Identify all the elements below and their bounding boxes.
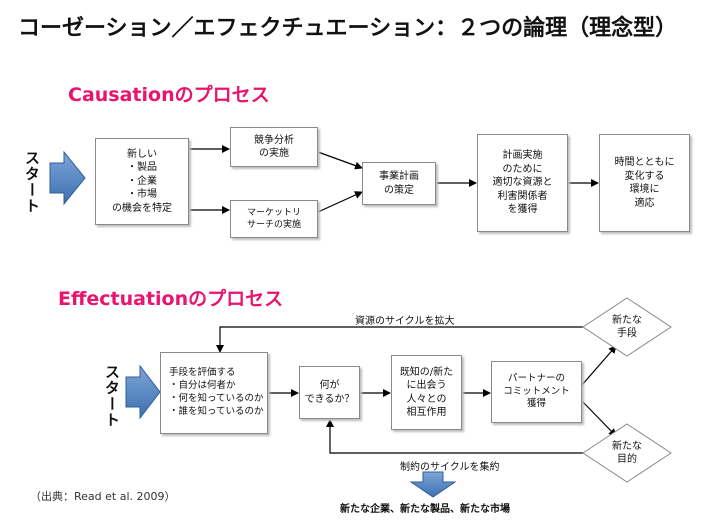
diamond-line: 手段: [617, 328, 637, 339]
diamond-line: 新たな: [612, 441, 642, 452]
box-evaluate-means: 手段を評価する ・自分は何者か ・何を知っているのか ・誰を知っているのか: [160, 352, 268, 434]
box-line: コミットメント: [503, 385, 570, 397]
box-line: のために: [502, 163, 543, 175]
box-line: ・企業: [127, 175, 157, 187]
box-partner-commitment: パートナーの コミットメント 獲得: [491, 361, 582, 423]
box-competitive-analysis: 競争分析 の実施: [230, 127, 318, 167]
box-line: 利害関係者: [497, 190, 548, 202]
box-business-plan: 事業計画 の策定: [362, 162, 436, 205]
box-line: できるか？: [304, 393, 355, 405]
box-line: 何が: [319, 380, 340, 391]
loop-converge-constraints-label: 制約のサイクルを集約: [400, 462, 500, 473]
box-interaction: 既知の/新た に出会う 人々との 相互作用: [391, 355, 462, 430]
box-line: ・市場: [127, 189, 157, 201]
box-line: ・誰を知っているのか: [169, 405, 264, 417]
causation-heading: Causationのプロセス: [68, 84, 270, 106]
box-line: の策定: [384, 184, 414, 196]
source-citation: （出典：Read et al. 2009）: [30, 490, 176, 503]
box-line: パートナーの: [507, 372, 565, 384]
box-line: 適応: [634, 197, 655, 209]
diamond-line: 新たな: [612, 315, 642, 326]
effectuation-start-arrow: [125, 364, 161, 420]
box-line: 新しい: [127, 148, 157, 160]
box-line: 適切な資源と: [492, 177, 553, 189]
page-title: コーゼーション／エフェクチュエーション：２つの論理（理念型）: [18, 16, 678, 41]
box-line: 手段を評価する: [169, 367, 236, 379]
box-line: サーチの実施: [246, 220, 301, 230]
box-what-can-be-done: 何が できるか？: [299, 366, 360, 419]
arrow-competitive-to-plan: [317, 151, 363, 170]
box-line: 時間とともに: [614, 157, 675, 168]
box-line: に出会う: [406, 380, 447, 391]
effectuation-start-label: スタート: [103, 364, 121, 428]
box-acquire-resources: 計画実施 のために 適切な資源と 利害関係者 を獲得: [477, 134, 568, 232]
box-line: ・自分は何者か: [169, 380, 236, 392]
result-down-arrow: [409, 471, 457, 498]
causation-start-label: スタート: [23, 150, 41, 214]
diamond-new-goals: [582, 423, 672, 483]
box-line: 環境に: [629, 184, 660, 195]
box-identify-opportunity: 新しい ・製品 ・企業 ・市場 の機会を特定: [95, 138, 189, 225]
arrow-commitment-to-newgoals: [581, 400, 617, 437]
loop-converge-constraints: [326, 419, 596, 454]
loop-expand-resources-label: 資源のサイクルを拡大: [355, 316, 455, 327]
box-line: ・製品: [127, 162, 157, 174]
box-line: 事業計画: [379, 171, 419, 182]
box-line: 人々との: [406, 393, 447, 405]
diamond-new-means-label: 新たな 手段: [602, 314, 652, 340]
box-market-research: マーケットリ サーチの実施: [230, 200, 318, 238]
result-label: 新たな企業、新たな製品、新たな市場: [340, 504, 510, 515]
box-line: マーケットリ: [246, 207, 301, 218]
box-line: 既知の/新た: [399, 366, 454, 378]
box-line: 相互作用: [406, 407, 447, 418]
box-line: 変化する: [624, 170, 665, 182]
diamond-new-means: [582, 297, 672, 357]
box-line: 競争分析: [254, 134, 294, 146]
arrow-commitment-to-newmeans: [581, 345, 617, 386]
arrow-market-to-plan: [317, 191, 363, 213]
box-adapt-environment: 時間とともに 変化する 環境に 適応: [599, 134, 690, 232]
box-line: ・何を知っているのか: [169, 393, 264, 404]
box-line: を獲得: [507, 204, 538, 216]
loop-expand-resources: [216, 326, 596, 353]
box-line: の実施: [259, 148, 289, 159]
causation-start-arrow: [49, 150, 86, 206]
box-line: 計画実施: [502, 150, 543, 162]
diamond-line: 目的: [617, 454, 637, 465]
box-line: 獲得: [526, 398, 546, 410]
diamond-new-goals-label: 新たな 目的: [602, 440, 652, 466]
effectuation-heading: Effectuationのプロセス: [58, 288, 284, 310]
box-line: の機会を特定: [112, 202, 172, 214]
